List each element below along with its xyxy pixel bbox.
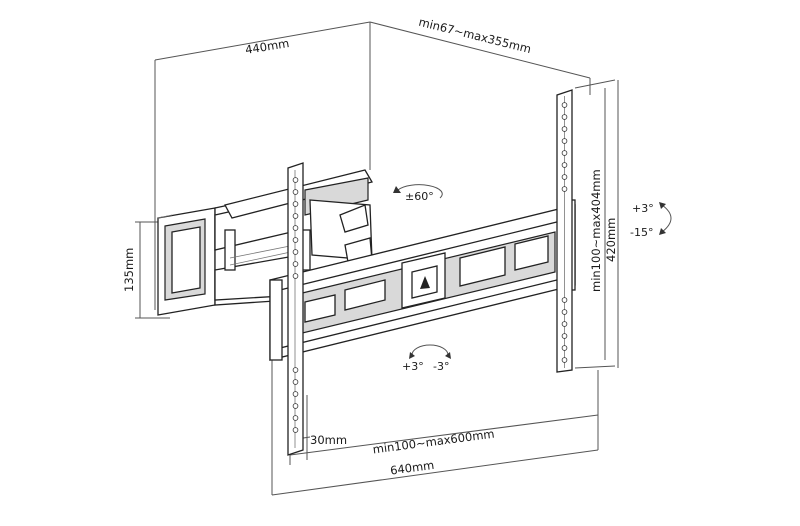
label-tilt-up: +3° bbox=[632, 202, 654, 215]
swivel-arrow-icon bbox=[393, 184, 443, 199]
label-bracket-width: 640mm bbox=[389, 458, 435, 478]
label-depth-wall-plate: 440mm bbox=[244, 36, 290, 57]
level-arrow-icon bbox=[409, 344, 451, 359]
label-bracket-height: 420mm bbox=[604, 218, 618, 262]
right-vesa-holes bbox=[561, 102, 568, 363]
label-tilt-down: -15° bbox=[630, 226, 653, 239]
left-vesa-arm bbox=[287, 162, 304, 456]
horizontal-rail bbox=[269, 199, 576, 361]
label-level-minus: -3° bbox=[433, 360, 449, 373]
label-plate-height: 135mm bbox=[122, 248, 136, 292]
label-rail-width: 30mm bbox=[310, 433, 347, 447]
label-arm-extension: min67~max355mm bbox=[417, 15, 532, 56]
label-level-plus: +3° bbox=[402, 360, 424, 373]
label-swivel-angle: ±60° bbox=[405, 190, 434, 203]
tilt-arrow-icon bbox=[659, 202, 672, 235]
label-vesa-horizontal: min100~max600mm bbox=[372, 427, 495, 457]
left-vesa-holes bbox=[292, 177, 299, 433]
right-vesa-arm bbox=[556, 89, 573, 373]
label-vesa-vertical: min100~max404mm bbox=[589, 169, 603, 292]
